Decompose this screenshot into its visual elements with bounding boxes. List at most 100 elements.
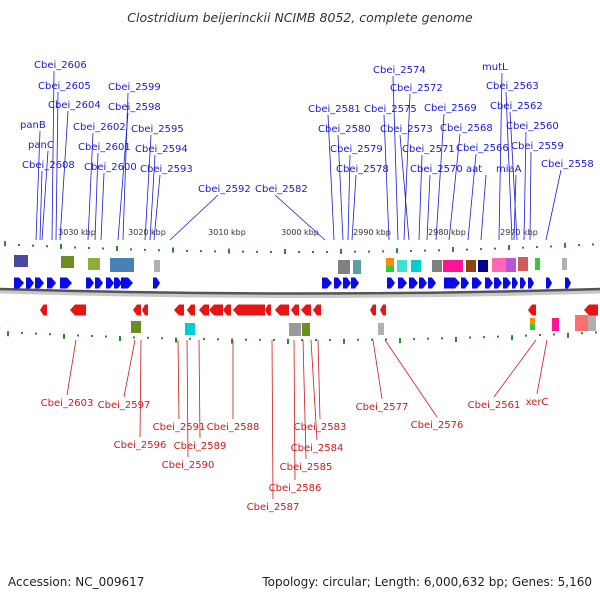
top-gene-label-cbei-2594: Cbei_2594 (135, 144, 188, 155)
top-gene-label-cbei-2571: Cbei_2571 (402, 144, 455, 155)
scale-tick-top (410, 249, 412, 252)
feature-box (386, 258, 394, 266)
top-gene-label-cbei-2570: Cbei_2570 (410, 164, 463, 175)
kbp-label: 3000 kbp (281, 228, 319, 237)
reverse-gene-arrow (233, 304, 265, 316)
top-leader-line (529, 151, 532, 241)
scale-tick-bottom (189, 337, 191, 340)
scale-tick-top (60, 243, 62, 249)
bottom-leader-line (302, 339, 307, 460)
bottom-gene-label-cbei-2576: Cbei_2576 (411, 420, 464, 431)
top-leader-line (59, 110, 69, 241)
reverse-gene-arrow (528, 304, 536, 316)
bottom-gene-label-cbei-2583: Cbei_2583 (294, 422, 347, 433)
forward-gene-arrow (444, 277, 460, 289)
top-leader-line (435, 113, 445, 241)
feature-box (530, 324, 535, 330)
forward-gene-arrow (343, 277, 351, 289)
scale-tick-top (242, 250, 244, 253)
top-gene-label-cbei-2593: Cbei_2593 (140, 164, 193, 175)
top-leader-line (122, 92, 129, 241)
scale-tick-bottom (511, 335, 513, 341)
top-leader-line (392, 75, 399, 241)
top-leader-line (100, 172, 105, 241)
top-gene-label-cbei-2608: Cbei_2608 (22, 160, 75, 171)
feature-box (506, 258, 516, 272)
scale-tick-bottom (259, 338, 261, 341)
bottom-gene-label-cbei-2591: Cbei_2591 (153, 422, 206, 433)
feature-box (302, 323, 310, 336)
kbp-label: 2980 kbp (428, 228, 466, 237)
scale-tick-bottom (77, 334, 79, 337)
top-leader-line (153, 174, 161, 241)
top-gene-label-cbei-2581: Cbei_2581 (308, 104, 361, 115)
scale-tick-bottom (441, 337, 443, 340)
forward-gene-arrow (114, 277, 122, 289)
map-title: Clostridium beijerinckii NCIMB 8052, com… (127, 10, 473, 25)
bottom-leader-line (139, 339, 142, 438)
scale-tick-top (578, 244, 580, 247)
feature-box (535, 258, 540, 270)
forward-gene-arrow (95, 277, 103, 289)
scale-tick-bottom (175, 337, 177, 343)
scale-tick-bottom (343, 338, 345, 344)
scale-tick-bottom (63, 333, 65, 339)
scale-tick-bottom (497, 335, 499, 338)
accession-text: Accession: NC_009617 (8, 575, 144, 589)
top-gene-label-cbei-2605: Cbei_2605 (38, 81, 91, 92)
reverse-gene-arrow (209, 304, 223, 316)
scale-tick-bottom (469, 336, 471, 339)
scale-tick-top (340, 248, 342, 254)
top-leader-line (337, 134, 344, 241)
scale-tick-bottom (21, 331, 23, 334)
bottom-gene-label-cbei-2586: Cbei_2586 (269, 483, 322, 494)
feature-box (110, 258, 134, 272)
bottom-leader-line (271, 339, 274, 500)
reverse-strand-genes (40, 304, 598, 316)
forward-gene-arrow (322, 277, 332, 289)
forward-gene-arrow (503, 277, 511, 289)
top-gene-label-cbei-2572: Cbei_2572 (390, 83, 443, 94)
reverse-gene-arrow (40, 304, 47, 316)
top-leader-line (351, 174, 357, 241)
top-gene-label-aat: aat (466, 164, 482, 175)
bottom-leader-line (536, 339, 548, 395)
scale-tick-bottom (567, 332, 569, 338)
scale-tick-top (74, 246, 76, 249)
scale-tick-bottom (161, 337, 163, 340)
scale-tick-top (396, 248, 398, 254)
scale-tick-top (368, 250, 370, 253)
bottom-gene-label-cbei-2603: Cbei_2603 (41, 398, 94, 409)
scale-tick-top (144, 248, 146, 251)
top-gene-label-cbei-2558: Cbei_2558 (541, 159, 594, 170)
scale-tick-top (102, 247, 104, 250)
scale-tick-bottom (427, 337, 429, 340)
top-leader-line (169, 194, 219, 241)
top-leader-line (545, 169, 562, 241)
top-gene-label-cbei-2563: Cbei_2563 (486, 81, 539, 92)
scale-tick-bottom (315, 338, 317, 341)
top-leader-line (513, 174, 517, 241)
top-leader-line (149, 154, 156, 241)
scale-tick-top (172, 247, 174, 253)
forward-gene-arrow (528, 277, 534, 289)
scale-tick-top (158, 249, 160, 252)
forward-gene-arrow (60, 277, 72, 289)
scale-tick-top (186, 249, 188, 252)
top-gene-label-cbei-2573: Cbei_2573 (380, 124, 433, 135)
kbp-label: 3030 kbp (58, 228, 96, 237)
scale-tick-top (452, 246, 454, 252)
feature-box (432, 260, 442, 272)
top-gene-label-panb: panB (20, 120, 46, 131)
bottom-gene-label-cbei-2588: Cbei_2588 (207, 422, 260, 433)
bottom-leader-line (123, 339, 136, 398)
feature-box (88, 258, 100, 270)
bottom-leader-line (198, 339, 201, 439)
scale-tick-bottom (329, 338, 331, 341)
top-leader-line (418, 154, 423, 241)
top-leader-line (327, 114, 335, 241)
scale-tick-bottom (539, 334, 541, 337)
top-leader-line (51, 70, 55, 241)
top-leader-line (403, 93, 411, 241)
